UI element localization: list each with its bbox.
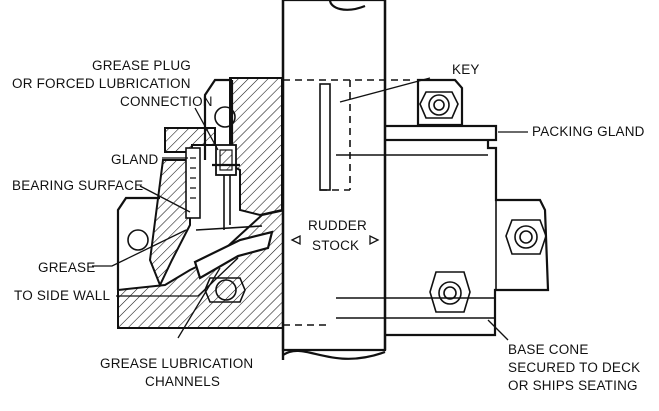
label-rudder-stock: RUDDER STOCK xyxy=(308,218,367,253)
grease-lubrication-channel xyxy=(193,225,274,280)
label-grease-to-side-wall: GREASE TO SIDE WALL xyxy=(14,260,110,303)
label-grease-plug: GREASE PLUG OR FORCED LUBRICATION CONNEC… xyxy=(12,58,213,109)
rudder-stock-shaft xyxy=(281,0,387,360)
carrier-housing-left xyxy=(117,77,331,329)
label-rudder-stock-line-2: STOCK xyxy=(312,238,359,253)
key-outline xyxy=(319,83,331,191)
label-grease-to-side-wall-line-1: GREASE xyxy=(38,260,95,275)
label-gland: GLAND xyxy=(111,152,159,167)
stock-dimension-arrows xyxy=(290,234,380,246)
label-packing-gland: PACKING GLAND xyxy=(532,124,645,139)
label-grease-plug-line-3: CONNECTION xyxy=(120,94,213,109)
right-block-lines xyxy=(336,154,497,319)
label-grease-lubrication-channels: GREASE LUBRICATION CHANNELS xyxy=(100,356,253,389)
bolt-lower-right xyxy=(429,271,471,313)
label-grease-to-side-wall-line-2: TO SIDE WALL xyxy=(14,288,110,303)
bolt-left-flange xyxy=(127,229,149,251)
label-base-cone-line-3: OR SHIPS SEATING xyxy=(508,378,638,393)
bolt-upper-right xyxy=(419,91,459,119)
label-base-cone-line-2: SECURED TO DECK xyxy=(508,360,640,375)
bolt-right-side xyxy=(505,219,547,255)
bolt-left-housing xyxy=(214,106,236,128)
label-key: KEY xyxy=(452,62,480,77)
label-base-cone: BASE CONE SECURED TO DECK OR SHIPS SEATI… xyxy=(508,342,640,393)
label-grease-plug-line-2: OR FORCED LUBRICATION xyxy=(12,76,191,91)
label-rudder-stock-line-1: RUDDER xyxy=(308,218,367,233)
label-grease-lubrication-channels-line-2: CHANNELS xyxy=(145,374,220,389)
gland-flange xyxy=(164,127,216,219)
grease-plug-fitting xyxy=(212,144,240,230)
label-base-cone-line-1: BASE CONE xyxy=(508,342,589,357)
label-bearing-surface: BEARING SURFACE xyxy=(12,178,143,193)
leader-lines xyxy=(92,77,528,341)
label-grease-plug-line-1: GREASE PLUG xyxy=(92,58,191,73)
label-grease-lubrication-channels-line-1: GREASE LUBRICATION xyxy=(100,356,253,371)
